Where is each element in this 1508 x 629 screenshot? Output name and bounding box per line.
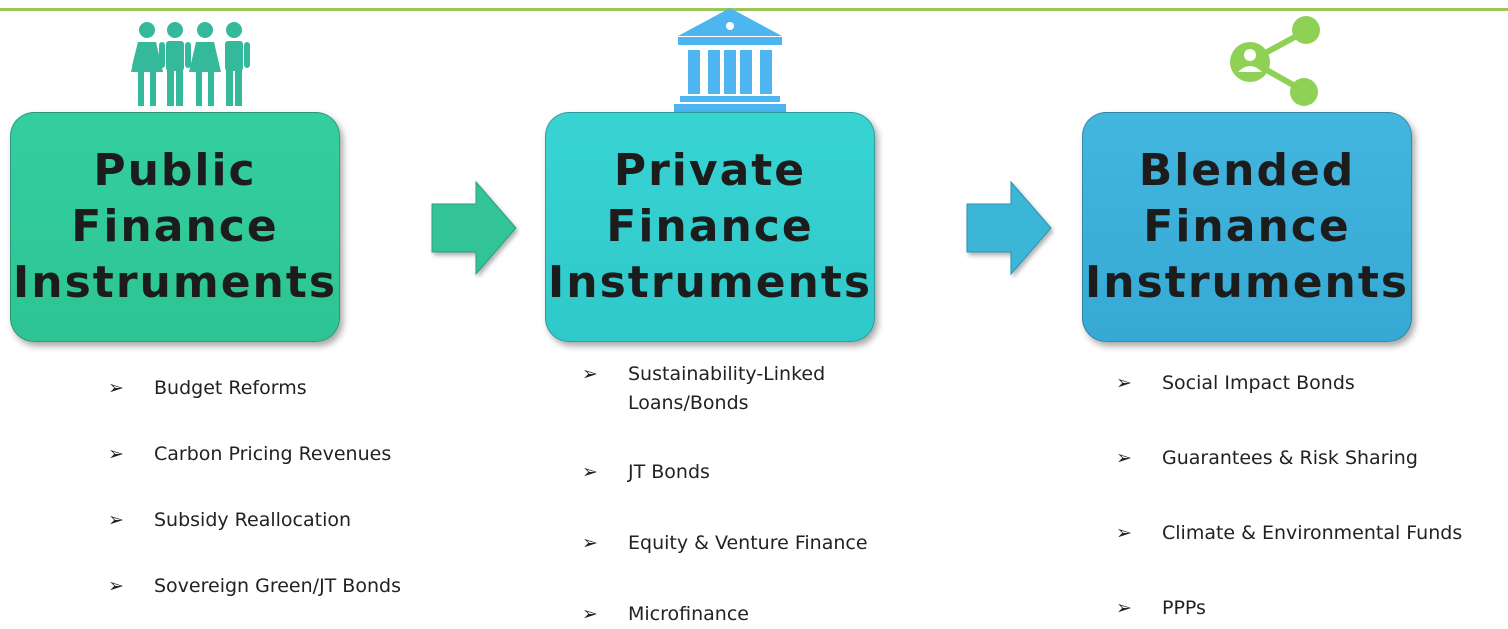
bullet-arrow-icon: ➢ bbox=[1116, 372, 1132, 394]
share-icon bbox=[1226, 12, 1330, 112]
bullet-arrow-icon: ➢ bbox=[108, 509, 124, 531]
private-finance-title: Private Finance Instruments bbox=[547, 145, 873, 308]
bullet-arrow-icon: ➢ bbox=[108, 377, 124, 399]
top-rule bbox=[0, 8, 1508, 11]
bullet-arrow-icon: ➢ bbox=[582, 461, 598, 483]
bullet-arrow-icon: ➢ bbox=[1116, 447, 1132, 469]
list-item: ➢ Budget Reforms bbox=[104, 374, 401, 403]
list-item: ➢ Carbon Pricing Revenues bbox=[104, 440, 401, 469]
bullet-arrow-icon: ➢ bbox=[108, 443, 124, 465]
bullet-arrow-icon: ➢ bbox=[582, 603, 598, 625]
bullet-arrow-icon: ➢ bbox=[1116, 522, 1132, 544]
bullet-arrow-icon: ➢ bbox=[582, 363, 598, 385]
list-item: ➢ Climate & Environmental Funds bbox=[1112, 519, 1462, 548]
blended-finance-list: ➢ Social Impact Bonds ➢ Guarantees & Ris… bbox=[1112, 369, 1462, 623]
bullet-arrow-icon: ➢ bbox=[582, 532, 598, 554]
blended-finance-title: Blended Finance Instruments bbox=[1084, 145, 1410, 308]
people-icon bbox=[128, 20, 258, 112]
list-item: ➢ Sovereign Green/JT Bonds bbox=[104, 572, 401, 601]
private-finance-list: ➢ Sustainability-Linked Loans/Bonds ➢ JT… bbox=[578, 360, 868, 629]
public-finance-list: ➢ Budget Reforms ➢ Carbon Pricing Revenu… bbox=[104, 374, 401, 601]
private-finance-box: Private Finance Instruments bbox=[545, 112, 875, 342]
public-finance-title: Public Finance Instruments bbox=[12, 145, 338, 308]
list-item: ➢ PPPs bbox=[1112, 594, 1462, 623]
blended-finance-box: Blended Finance Instruments bbox=[1082, 112, 1412, 342]
flow-arrow-icon bbox=[963, 178, 1055, 282]
list-item: ➢ Microfinance bbox=[578, 600, 868, 629]
bullet-arrow-icon: ➢ bbox=[108, 575, 124, 597]
flow-arrow-icon bbox=[428, 178, 520, 282]
public-finance-box: Public Finance Instruments bbox=[10, 112, 340, 342]
list-item: ➢ Sustainability-Linked Loans/Bonds bbox=[578, 360, 868, 418]
bank-icon bbox=[674, 6, 786, 116]
list-item: ➢ Equity & Venture Finance bbox=[578, 529, 868, 558]
bullet-arrow-icon: ➢ bbox=[1116, 597, 1132, 619]
list-item: ➢ Subsidy Reallocation bbox=[104, 506, 401, 535]
list-item: ➢ JT Bonds bbox=[578, 458, 868, 487]
list-item: ➢ Social Impact Bonds bbox=[1112, 369, 1462, 398]
list-item: ➢ Guarantees & Risk Sharing bbox=[1112, 444, 1462, 473]
